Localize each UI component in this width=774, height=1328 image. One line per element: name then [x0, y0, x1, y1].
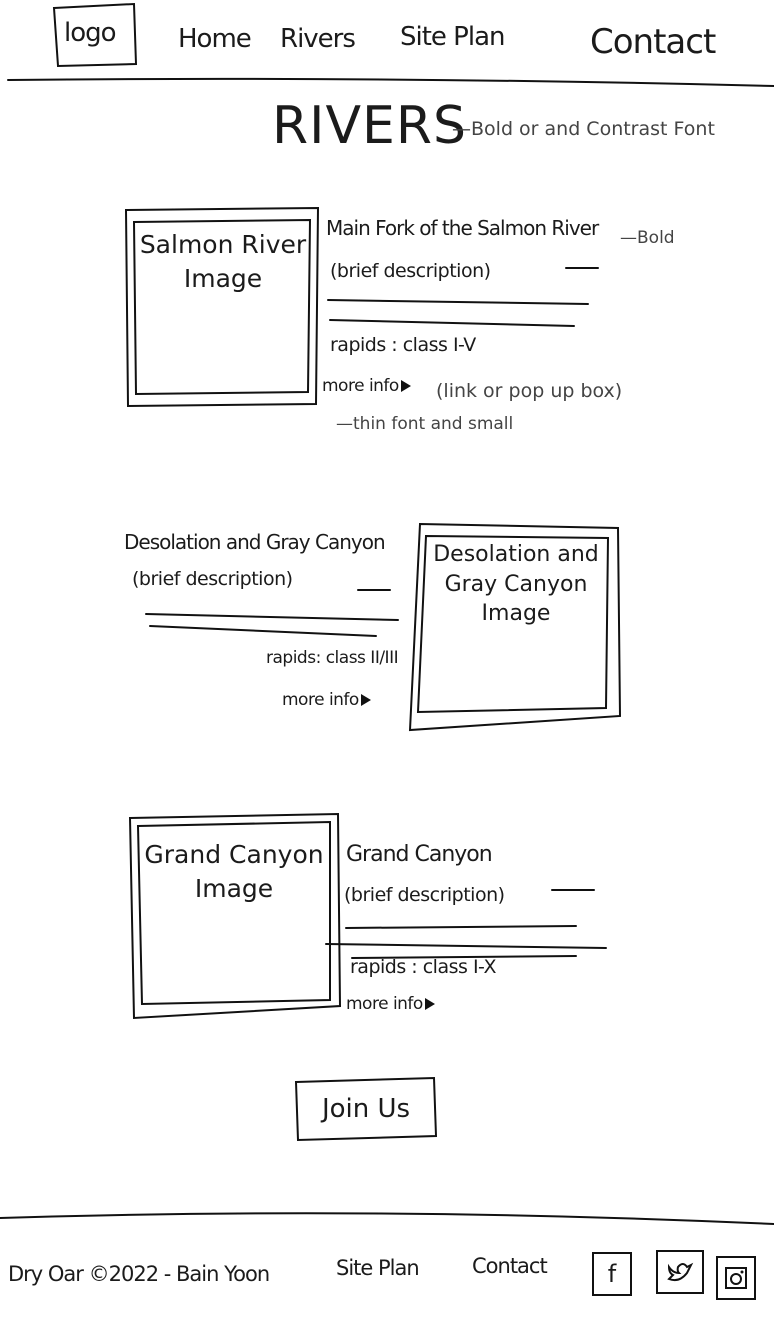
- desolation-title: Desolation and Gray Canyon: [124, 530, 386, 554]
- grand-canyon-title: Grand Canyon: [346, 842, 493, 867]
- footer-link-site-plan[interactable]: Site Plan: [336, 1256, 420, 1280]
- desolation-more-info-link[interactable]: more info: [282, 690, 371, 710]
- page-title-note: —Bold or and Contrast Font: [452, 118, 715, 140]
- grand-canyon-image: Grand Canyon Image: [138, 838, 330, 906]
- salmon-more-info-note: (link or pop up box): [436, 380, 623, 402]
- salmon-more-info-label: more info: [322, 376, 399, 396]
- join-us-button[interactable]: Join Us: [321, 1094, 411, 1124]
- desolation-rapids: rapids: class II/III: [266, 648, 399, 668]
- instagram-icon[interactable]: [716, 1256, 756, 1300]
- logo[interactable]: logo: [64, 18, 117, 48]
- bird-glyph: [667, 1262, 694, 1282]
- grand-canyon-description: (brief description): [344, 884, 505, 906]
- salmon-title: Main Fork of the Salmon River: [326, 216, 599, 240]
- salmon-description: (brief description): [330, 260, 491, 282]
- desolation-image: Desolation and Gray Canyon Image: [426, 540, 606, 629]
- desolation-description: (brief description): [132, 568, 293, 590]
- footer-link-contact[interactable]: Contact: [472, 1254, 548, 1278]
- grand-canyon-rapids: rapids : class I-X: [350, 956, 496, 978]
- play-arrow-icon: [360, 694, 371, 706]
- camera-glyph: [725, 1267, 747, 1289]
- nav-rivers[interactable]: Rivers: [280, 24, 356, 54]
- nav-contact[interactable]: Contact: [590, 22, 716, 62]
- grand-canyon-image-label: Grand Canyon Image: [144, 840, 324, 903]
- salmon-river-image: Salmon River Image: [136, 228, 310, 296]
- salmon-more-info-link[interactable]: more info: [322, 376, 411, 396]
- salmon-rapids: rapids : class I-V: [330, 334, 476, 356]
- salmon-font-note: —thin font and small: [336, 414, 514, 434]
- page-title: RIVERS: [272, 96, 468, 156]
- footer-copyright: Dry Oar ©2022 - Bain Yoon: [8, 1262, 270, 1286]
- desolation-image-label: Desolation and Gray Canyon Image: [433, 542, 599, 627]
- grand-canyon-more-info-label: more info: [346, 994, 423, 1014]
- play-arrow-icon: [400, 380, 411, 392]
- grand-canyon-more-info-link[interactable]: more info: [346, 994, 435, 1014]
- nav-home[interactable]: Home: [178, 24, 252, 54]
- salmon-title-note: —Bold: [620, 228, 675, 248]
- twitter-icon[interactable]: [656, 1250, 704, 1294]
- desolation-more-info-label: more info: [282, 690, 359, 710]
- nav-site-plan[interactable]: Site Plan: [400, 22, 505, 52]
- play-arrow-icon: [424, 998, 435, 1010]
- salmon-image-label: Salmon River Image: [139, 230, 307, 293]
- facebook-icon[interactable]: f: [592, 1252, 632, 1296]
